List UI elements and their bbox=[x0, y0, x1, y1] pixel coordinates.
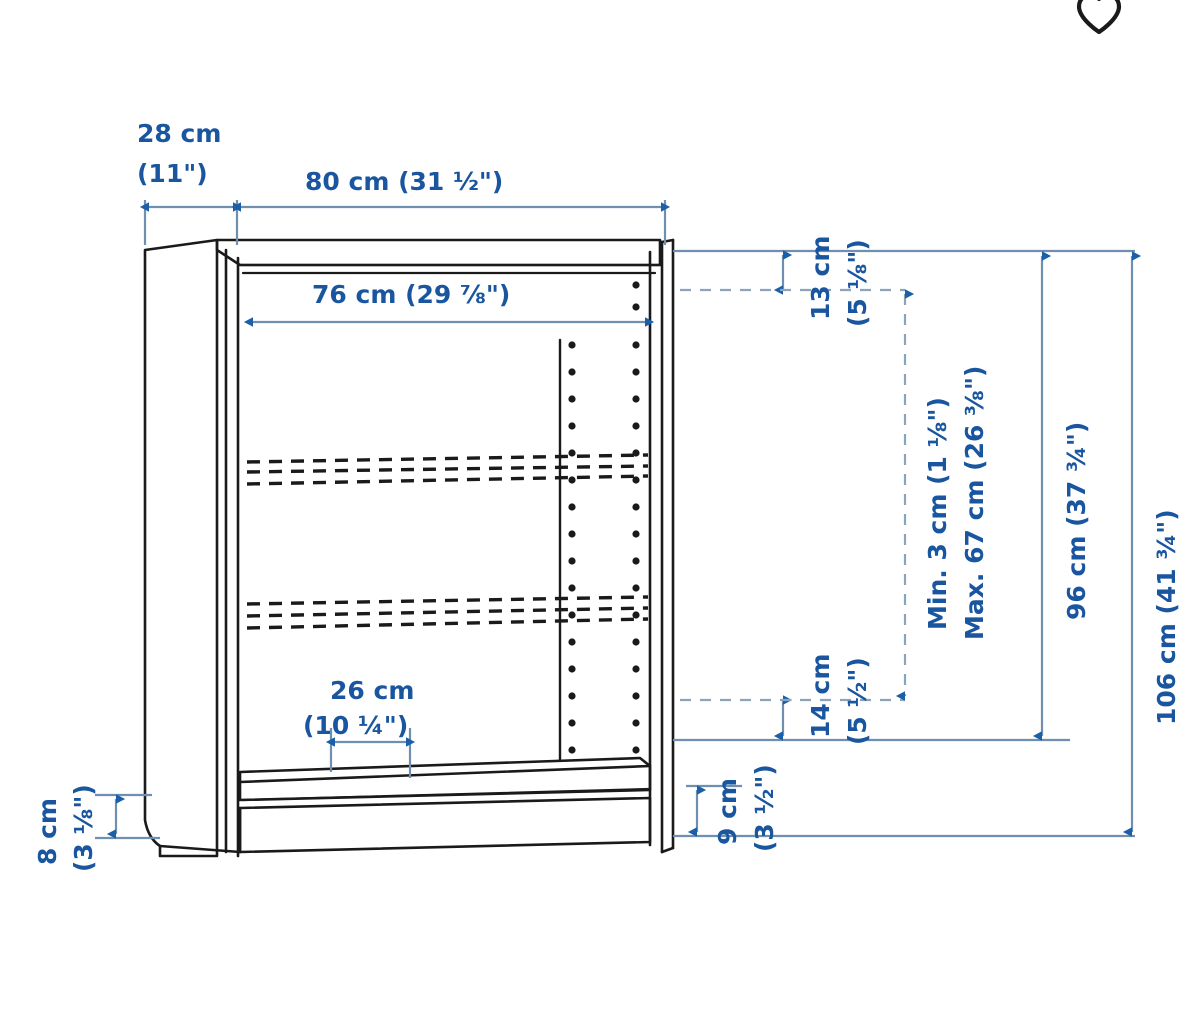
base-deck-top bbox=[238, 756, 652, 784]
label-top-gap-line1: 13 cm bbox=[806, 236, 835, 320]
peg-column-front bbox=[632, 281, 640, 754]
adjustable-shelves bbox=[246, 453, 649, 630]
plinth bbox=[238, 796, 652, 854]
label-foot-line2: (3 ⅛") bbox=[69, 784, 98, 872]
dimension-lines bbox=[95, 200, 1142, 840]
label-inner-height-96: 96 cm (37 ¾") bbox=[1062, 422, 1091, 620]
foot-bottom-edge bbox=[158, 844, 242, 854]
top-panel bbox=[215, 238, 662, 267]
label-total-height-106: 106 cm (41 ¾") bbox=[1152, 509, 1181, 725]
label-bottom-gap-line2: (5 ½") bbox=[843, 657, 872, 745]
label-shelf-range-min: Min. 3 cm (1 ⅛") bbox=[923, 397, 952, 630]
shelf-lower-front bbox=[246, 617, 649, 630]
right-top-bevel bbox=[660, 238, 675, 244]
right-bottom-bevel bbox=[660, 846, 675, 854]
label-top-gap-line2: (5 ⅛") bbox=[843, 239, 872, 327]
label-plinth-line1: 26 cm bbox=[330, 676, 414, 705]
heart-icon bbox=[1076, 0, 1122, 35]
label-depth-line2: (11") bbox=[137, 159, 208, 188]
shelf-lower-mid bbox=[246, 606, 649, 618]
base-deck-line bbox=[241, 787, 651, 802]
label-plinth-line2: (10 ¼") bbox=[303, 711, 408, 740]
side-panel-left bbox=[143, 238, 219, 858]
shelf-upper-back bbox=[246, 453, 649, 464]
label-bottom-gap-line1: 14 cm bbox=[806, 654, 835, 738]
label-shelf-range-max: Max. 67 cm (26 ⅜") bbox=[960, 366, 989, 640]
peg-column-rear bbox=[568, 341, 576, 754]
label-depth-line1: 28 cm bbox=[137, 119, 221, 148]
label-plinth-height-line1: 9 cm bbox=[713, 778, 742, 845]
favorite-button[interactable] bbox=[1073, 0, 1125, 39]
label-width-80: 80 cm (31 ½") bbox=[305, 167, 503, 196]
label-plinth-height-line2: (3 ½") bbox=[750, 764, 779, 852]
shelf-upper-mid bbox=[246, 464, 649, 474]
shelf-upper-front bbox=[246, 474, 649, 486]
label-foot-line1: 8 cm bbox=[33, 798, 62, 865]
shelf-lower-back bbox=[246, 595, 649, 606]
label-inner-width-76: 76 cm (29 ⅞") bbox=[312, 280, 510, 309]
peg-hole-columns bbox=[568, 281, 640, 754]
shelf-range-witness-lines bbox=[680, 288, 915, 702]
